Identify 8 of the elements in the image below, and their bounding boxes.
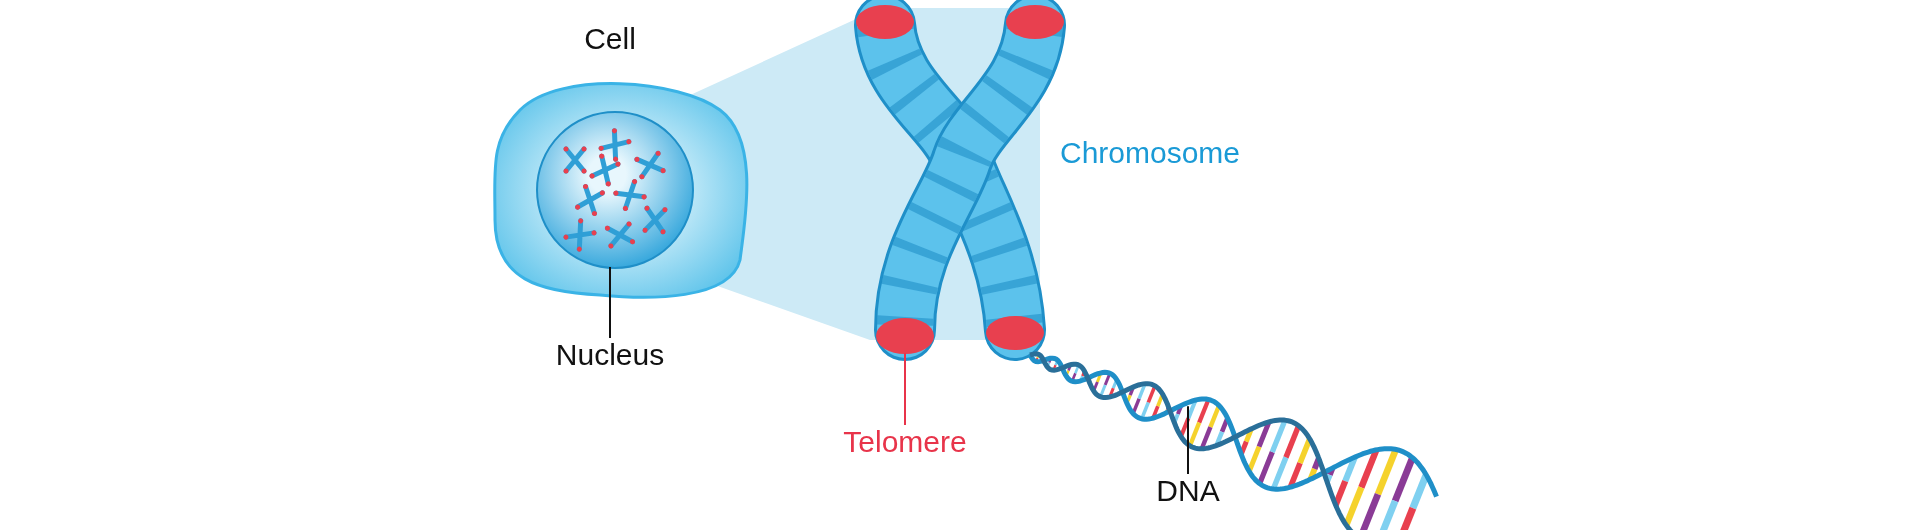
part-label: Nucleus [555,338,665,372]
leader-line [1187,405,1189,475]
part-label: Cell [584,22,636,56]
part-label: Telomere [843,425,967,459]
part-label: Chromosome [1059,136,1241,170]
leader-line [904,352,906,426]
leader-line [609,266,611,339]
part-label: DNA [1156,474,1220,508]
